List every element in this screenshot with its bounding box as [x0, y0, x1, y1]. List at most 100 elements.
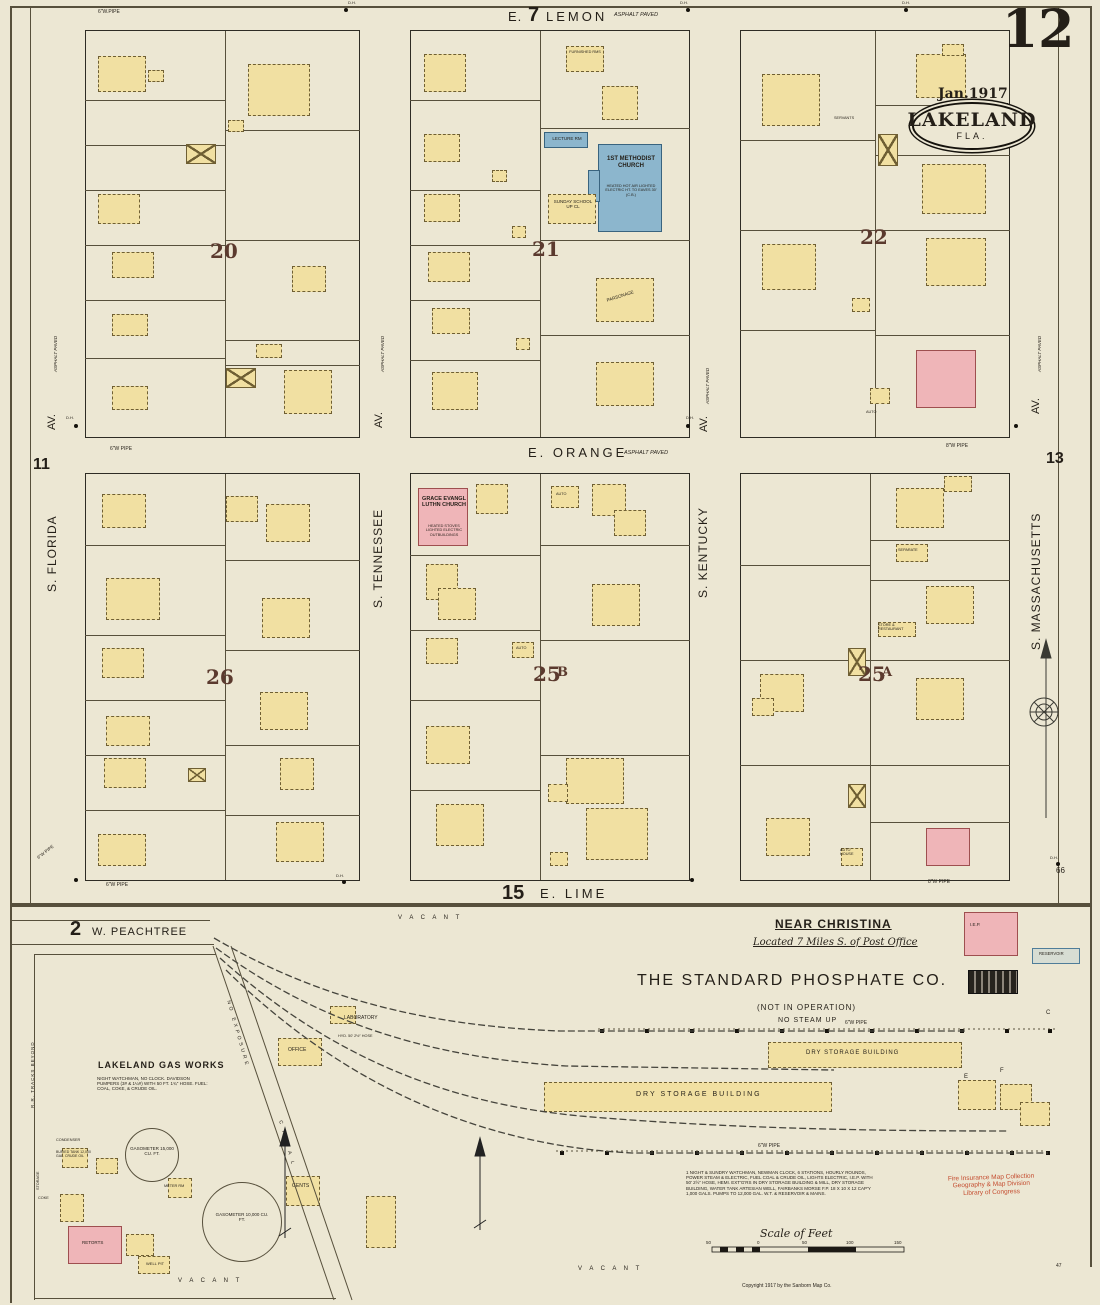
auto-1: AUTO	[556, 492, 567, 496]
block-21: 21	[532, 237, 560, 261]
pipe-post-marker	[1005, 1029, 1009, 1033]
auto-house-label: AUTO HOUSE	[840, 848, 854, 857]
lecture-room-label: LECTURE RM	[552, 136, 582, 141]
corner-11: 11	[33, 456, 50, 473]
map-line	[410, 700, 540, 701]
hydrant-marker	[686, 424, 690, 428]
building	[762, 244, 816, 290]
building	[426, 638, 458, 664]
auto-2: AUTO	[516, 646, 527, 650]
store-restaurant-label: STORE & RESTAURANT	[878, 623, 904, 632]
building	[848, 648, 866, 676]
pipe-post-marker	[960, 1029, 964, 1033]
building	[188, 768, 206, 782]
building	[276, 822, 324, 862]
letter-c: C	[1046, 1010, 1051, 1016]
corner-66: 66	[1056, 866, 1065, 875]
building	[60, 1194, 84, 1222]
orange-paving: ASPHALT PAVED	[624, 450, 669, 456]
page7-marker: 7	[528, 4, 540, 26]
pipe-post-marker	[780, 1029, 784, 1033]
buried-tank-label: BURIED TANK 12,000 GAL. CRUDE OIL	[56, 1150, 92, 1159]
building	[964, 912, 1018, 956]
map-line	[410, 100, 540, 101]
building	[870, 388, 890, 404]
building	[98, 194, 140, 224]
street-s-massachusetts: S. MASSACHUSETTS	[1029, 512, 1043, 650]
block-outline	[85, 30, 360, 438]
map-line	[30, 8, 31, 906]
corner-13: 13	[1046, 450, 1064, 467]
street-w-peachtree: W. PEACHTREE	[92, 926, 188, 938]
dh-6: D.H.	[336, 873, 344, 878]
kentucky-paving: ASPHALT PAVED	[705, 367, 710, 404]
map-line	[85, 755, 225, 756]
building	[260, 692, 308, 730]
pipe-post-marker	[785, 1151, 789, 1155]
building	[476, 484, 508, 514]
building	[916, 678, 964, 720]
building	[566, 46, 604, 72]
building	[512, 642, 534, 658]
letter-f: F	[1000, 1068, 1004, 1074]
street-e-lemon: LEMON	[546, 9, 608, 24]
map-line	[870, 580, 1010, 581]
map-line	[740, 565, 870, 566]
building	[916, 54, 966, 98]
pipe-post-marker	[915, 1029, 919, 1033]
dh-7: D.H.	[1050, 855, 1058, 860]
map-line	[410, 790, 540, 791]
map-line	[540, 240, 690, 241]
map-line	[1090, 6, 1092, 907]
map-line	[410, 630, 540, 631]
pipe-post-marker	[875, 1151, 879, 1155]
map-line	[1058, 8, 1059, 906]
pipe-phosphate-1: 6"W PIPE	[845, 1020, 868, 1026]
building	[424, 54, 466, 92]
map-line	[225, 130, 360, 131]
building	[896, 544, 928, 562]
map-line	[34, 954, 216, 955]
no-steam-up: NO STEAM UP	[778, 1017, 838, 1024]
building	[436, 804, 484, 846]
map-line	[85, 245, 225, 246]
building	[762, 74, 820, 126]
building	[544, 132, 588, 148]
map-line	[740, 330, 875, 331]
building	[292, 266, 326, 292]
map-line	[85, 100, 225, 101]
building	[284, 370, 332, 414]
vacant-bottom: V A C A N T	[578, 1266, 643, 1272]
building	[266, 504, 310, 542]
building	[280, 758, 314, 790]
florida-paving: ASPHALT PAVED	[53, 335, 58, 372]
well-pit-label: WELL PIT	[146, 1261, 165, 1266]
pipe-post-marker	[650, 1151, 654, 1155]
map-line	[870, 540, 1010, 541]
building	[138, 1256, 170, 1274]
street-e-orange: E. ORANGE	[528, 445, 628, 460]
building	[98, 56, 146, 92]
dh-4: D.H.	[66, 415, 74, 420]
building	[586, 808, 648, 860]
building	[148, 70, 164, 82]
building	[550, 852, 568, 866]
pipe-post-marker	[695, 1151, 699, 1155]
gents-label: GENTS	[292, 1183, 310, 1189]
loc-stamp: Fire Insurance Map Collection Geography …	[947, 1172, 1035, 1197]
gas-works-note: NIGHT WATCHMAN, NO CLOCK. DAVIDSON PUMPE…	[97, 1076, 209, 1092]
map-line	[870, 822, 1010, 823]
pipe-post-marker	[825, 1029, 829, 1033]
building	[922, 164, 986, 214]
building	[68, 1226, 122, 1264]
building	[592, 584, 640, 626]
page-number: 12	[1002, 0, 1075, 60]
not-in-operation: (NOT IN OPERATION)	[757, 1003, 857, 1012]
map-line	[225, 560, 360, 561]
block-25a: 25	[858, 662, 886, 686]
map-line	[225, 815, 360, 816]
iep-label: I.E.P.	[970, 922, 981, 927]
map-line	[540, 31, 541, 437]
map-line	[85, 358, 225, 359]
block-outline	[85, 473, 360, 881]
